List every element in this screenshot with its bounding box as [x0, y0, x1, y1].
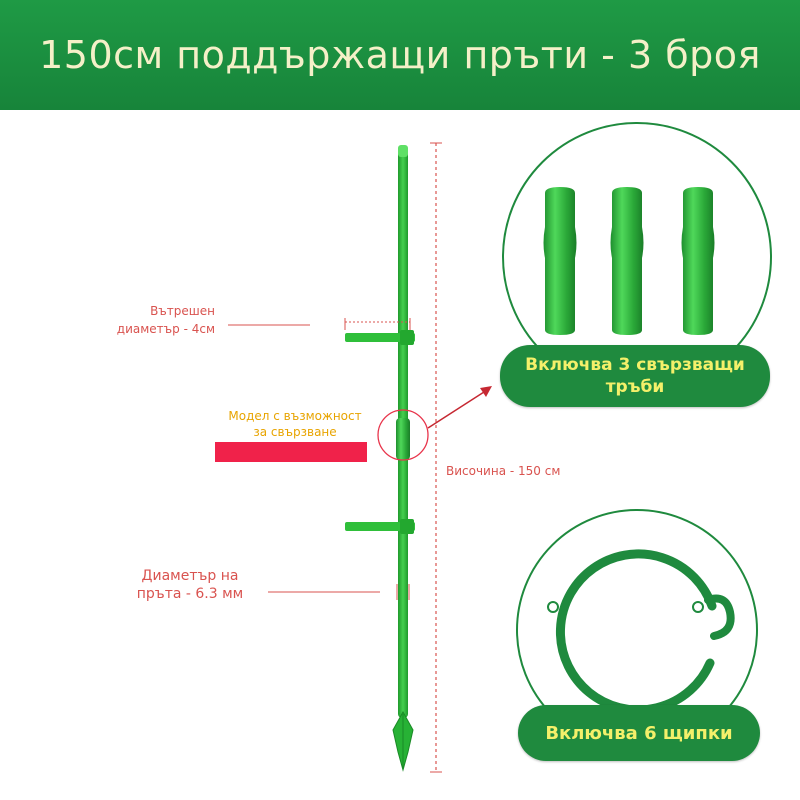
connectors-included-badge: Включва 3 свързващи тръби [500, 345, 770, 407]
joinable-label-line2: за свързване [253, 425, 337, 439]
joinable-label-line1: Модел с възможност [228, 409, 362, 423]
inner-diameter-label: Вътрешен диаметър - 4см [55, 302, 215, 338]
rod-diameter-label: Диаметър на пръта - 6.3 мм [110, 567, 270, 603]
joinable-model-label: Модел с възможност за свързване [210, 408, 380, 440]
callout-arrow [427, 386, 492, 429]
header-banner: 150см поддържащи пръти - 3 броя [0, 0, 800, 110]
connectors-badge-line1: Включва 3 свързващи [525, 355, 745, 375]
red-highlight-bar [215, 442, 367, 462]
height-label: Височина - 150 см [446, 464, 561, 478]
rod-diameter-label-line1: Диаметър на [141, 568, 239, 584]
height-dimension [430, 142, 442, 773]
connector-tube-icon [543, 187, 715, 335]
inner-diameter-label-line2: диаметър - 4см [116, 322, 215, 336]
inner-diameter-dimension [228, 318, 411, 330]
joint-highlight-circle [377, 409, 429, 461]
clips-included-badge: Включва 6 щипки [518, 705, 760, 761]
inner-diameter-label-line1: Вътрешен [150, 304, 215, 318]
rod-diameter-dimension [268, 584, 410, 600]
product-illustration [215, 122, 772, 773]
support-arm-lower [345, 519, 415, 534]
connectors-badge-line2: тръби [605, 377, 665, 397]
page-title: 150см поддържащи пръти - 3 броя [39, 33, 761, 77]
support-arm-upper [345, 330, 415, 345]
rod-connector-joint [396, 418, 410, 460]
rod-diameter-label-line2: пръта - 6.3 мм [136, 586, 244, 602]
